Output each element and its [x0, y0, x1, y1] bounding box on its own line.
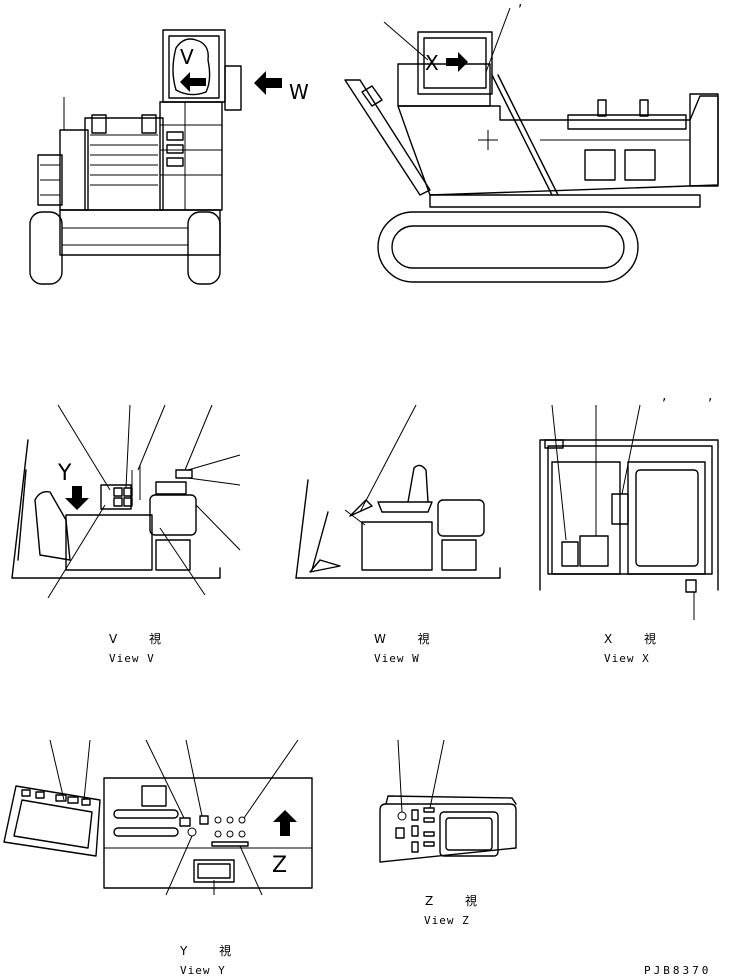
caption-view-x-en: View X [604, 652, 650, 665]
letter-z: Z [272, 853, 287, 878]
comma-mark-x2: , [708, 388, 712, 404]
caption-view-v-jp: V 視 [109, 631, 175, 646]
view-x-drawing [539, 404, 719, 620]
caption-view-z-jp: Z 視 [425, 893, 491, 908]
view-z-drawing [379, 739, 517, 863]
caption-view-x-jp: X 視 [604, 631, 670, 646]
caption-view-y-jp: Y 視 [179, 943, 245, 958]
drawing-code: PJB8370 [644, 964, 711, 977]
caption-view-z-en: View Z [424, 914, 470, 927]
caption-view-v-en: View V [109, 652, 155, 665]
letter-x: X [425, 51, 439, 75]
caption-view-w-en: View W [374, 652, 420, 665]
letter-v: V [180, 45, 194, 69]
caption-view-y-en: View Y [180, 964, 226, 977]
view-y-drawing [3, 739, 313, 896]
view-v-drawing [11, 404, 241, 599]
letter-y: Y [57, 461, 72, 486]
side-view-machine [344, 7, 719, 283]
comma-mark-x1: , [662, 388, 666, 404]
caption-view-w-jp: W 視 [374, 631, 444, 646]
view-w-drawing [295, 404, 501, 579]
letter-w: W [289, 80, 309, 104]
comma-mark-top: , [518, 0, 522, 10]
front-view-machine [29, 29, 282, 285]
